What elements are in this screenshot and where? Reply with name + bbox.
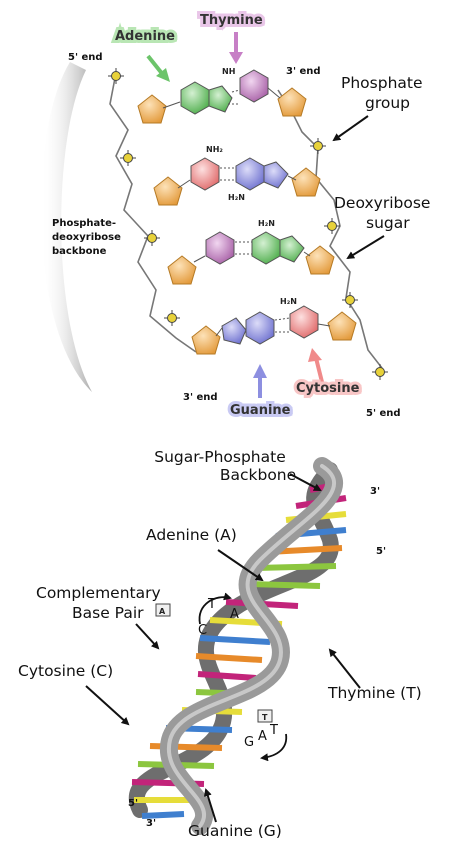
backbone-bracket: [40, 62, 92, 392]
svg-text:Complementary: Complementary: [36, 584, 161, 602]
helix-five-prime-bottom: 5': [128, 798, 138, 809]
svg-text:Thymine (T): Thymine (T): [327, 684, 422, 702]
svg-text:Phosphate: Phosphate: [341, 74, 423, 92]
helix-front-ribbon-highlight: [166, 464, 337, 828]
base-pair-row-3: [193, 231, 311, 265]
svg-text:A: A: [159, 607, 166, 616]
helix-three-prime-bottom: 3': [146, 818, 156, 829]
svg-text:H₂N: H₂N: [228, 193, 245, 202]
five-prime-end-bottom: 5' end: [366, 408, 401, 419]
pair-box-left: A: [155, 603, 171, 617]
thymine-callout: Thymine (T): [327, 648, 422, 702]
svg-text:NH: NH: [222, 67, 235, 76]
thymine-label: Thymine: [200, 13, 263, 28]
svg-text:H₂N: H₂N: [280, 297, 297, 306]
svg-text:A: A: [230, 607, 239, 622]
deoxyribose-sugar-callout: Deoxyribose sugar: [334, 194, 430, 260]
pair-letters-lower: A T G: [244, 723, 288, 762]
svg-text:A: A: [258, 729, 267, 744]
cytosine-callout: Cytosine (C): [18, 662, 130, 726]
pair-box-right: T: [257, 709, 273, 723]
three-prime-end-top: 3' end: [286, 66, 321, 77]
cytosine-label: Cytosine: [296, 381, 360, 396]
atom-annotations: NH NH₂ H₂N H₂N H₂N: [206, 67, 297, 306]
base-pair-row-2: [177, 157, 297, 191]
deoxyribose-sugars: [137, 87, 357, 355]
helix-front-ribbon: [159, 457, 343, 835]
adenine-label: Adenine: [115, 29, 175, 44]
adenine-callout: Adenine (A): [146, 526, 264, 582]
svg-text:Adenine (A): Adenine (A): [146, 526, 237, 544]
phosphate-groups: [108, 68, 388, 380]
svg-text:backbone: backbone: [52, 246, 107, 257]
backbone-label: Phosphate- deoxyribose backbone: [52, 218, 121, 257]
base-pair-row-1: [162, 69, 281, 115]
five-prime-end-top: 5' end: [68, 52, 103, 63]
guanine-label: Guanine: [230, 403, 291, 418]
phosphate-group-callout: Phosphate group: [332, 74, 423, 142]
helix-three-prime-top: 3': [370, 486, 380, 497]
svg-text:group: group: [365, 94, 410, 112]
pair-letters-upper: T A C: [198, 592, 239, 638]
helix-five-prime-top: 5': [376, 546, 386, 557]
svg-text:G: G: [244, 735, 254, 750]
backbone-title-callout: Sugar-Phosphate Backbone: [154, 448, 322, 491]
svg-text:Cytosine (C): Cytosine (C): [18, 662, 113, 680]
svg-text:H₂N: H₂N: [258, 219, 275, 228]
svg-text:deoxyribose: deoxyribose: [52, 232, 121, 243]
svg-text:T: T: [262, 713, 268, 722]
guanine-callout: Guanine (G): [188, 788, 282, 840]
svg-text:sugar: sugar: [366, 214, 410, 232]
svg-text:Deoxyribose: Deoxyribose: [334, 194, 430, 212]
svg-text:Phosphate-: Phosphate-: [52, 218, 116, 229]
svg-text:Guanine (G): Guanine (G): [188, 822, 282, 840]
svg-text:T: T: [207, 597, 216, 612]
svg-text:NH₂: NH₂: [206, 145, 223, 154]
svg-text:T: T: [269, 723, 278, 738]
svg-text:C: C: [198, 623, 207, 638]
chemical-structure-diagram: NH NH₂ H₂N H₂N H₂N Adenine Thymine Guani…: [40, 10, 430, 421]
three-prime-end-bottom: 3' end: [183, 392, 218, 403]
svg-text:Backbone: Backbone: [220, 466, 296, 484]
base-pair-row-4: [215, 305, 331, 345]
left-backbone-strand: [109, 77, 197, 353]
svg-text:Sugar-Phosphate: Sugar-Phosphate: [154, 448, 285, 466]
double-helix-diagram: A T 3' 5' 5' 3' T A C A T G Sugar-Phosph…: [18, 448, 422, 840]
svg-text:Base Pair: Base Pair: [72, 604, 144, 622]
base-name-arrows: [146, 32, 324, 398]
complementary-pair-callout: Complementary Base Pair: [36, 584, 161, 650]
